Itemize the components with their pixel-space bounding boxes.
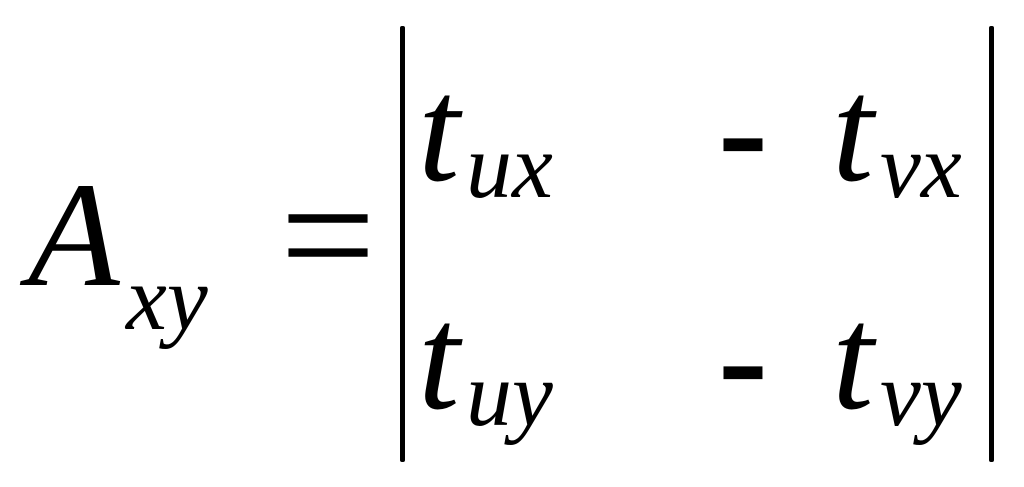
row1-right-symbol: t bbox=[832, 47, 874, 213]
determinant-left-bar bbox=[400, 26, 405, 462]
equals-sign: = bbox=[280, 141, 376, 329]
lhs-subscript: xy bbox=[126, 247, 208, 349]
row2-right-symbol: t bbox=[832, 275, 874, 441]
row1-left-subscript: ux bbox=[466, 115, 553, 217]
determinant-right-bar bbox=[989, 26, 994, 462]
lhs-symbol: A bbox=[28, 152, 120, 318]
row2-minus-sign: - bbox=[718, 275, 768, 441]
row1-left-symbol: t bbox=[418, 47, 460, 213]
row1-minus-sign: - bbox=[718, 47, 768, 213]
row1-right-subscript: vx bbox=[880, 115, 962, 217]
row2-right-subscript: vy bbox=[880, 343, 962, 445]
row2-left-symbol: t bbox=[418, 275, 460, 441]
row2-left-subscript: uy bbox=[466, 343, 553, 445]
